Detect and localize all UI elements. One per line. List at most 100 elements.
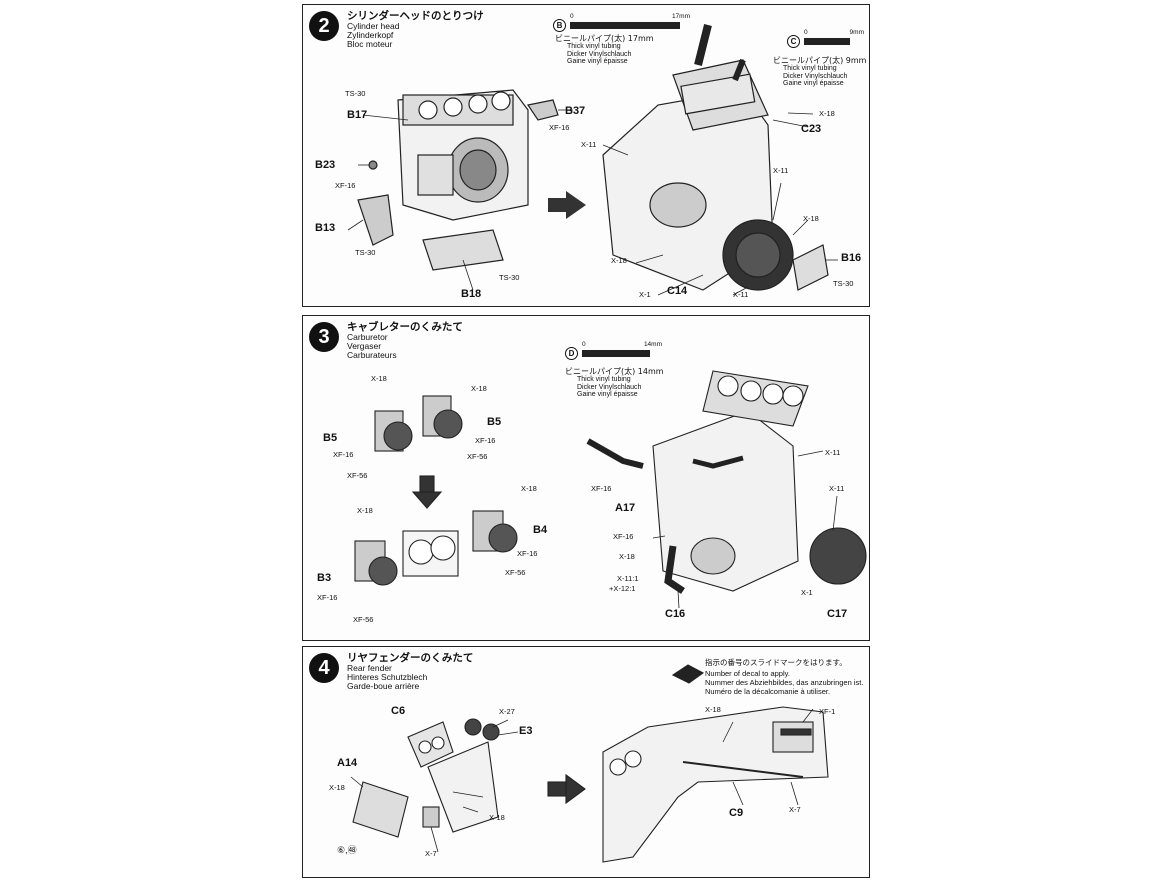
title-de: Zylinderkopf (347, 29, 394, 40)
decal-fr: Numéro de la décalcomanie à utiliser. (705, 687, 831, 696)
title-fr: Garde-boue arrière (347, 680, 420, 691)
step-title: リヤフェンダーのくみたて Rear fender Hinteres Schutz… (347, 652, 474, 691)
tube-c-fr: Gaine vinyl épaisse (783, 80, 844, 88)
title-fr: Bloc moteur (347, 38, 393, 49)
tube-d-jp: ビニールパイプ(太) 14mm (565, 367, 664, 376)
tube-d-fr: Gaine vinyl épaisse (577, 391, 638, 399)
step-title: シリンダーヘッドのとりつけ Cylinder head Zylinderkopf… (347, 10, 484, 49)
paint-xf16-label: XF-16 (333, 450, 354, 459)
tube-b-scale: B 0 17mm (553, 13, 690, 32)
step-title: キャブレターのくみたて Carburetor Vergaser Carburat… (347, 321, 463, 360)
screw-x18-label: X-18 (803, 214, 819, 223)
part-b5-label: B5 (487, 416, 502, 428)
part-c6-label: C6 (391, 705, 406, 717)
step-4-illustration (350, 664, 829, 863)
paint-xf56-label: XF-56 (347, 471, 368, 480)
part-b3-label: B3 (317, 572, 332, 584)
decal-de: Nummer des Abziehbildes, das anzubringen… (705, 678, 864, 687)
tube-c-en: Thick vinyl tubing (783, 65, 837, 73)
tube-c-de: Dicker Vinylschlauch (783, 72, 848, 80)
screw-x18-label: X-18 (489, 813, 505, 822)
screw-x11-label: X-11 (733, 290, 749, 299)
screw-x18-label: X-18 (471, 384, 487, 393)
part-c16-label: C16 (665, 608, 686, 620)
step-number: 3 (309, 322, 339, 352)
paint-xf16-label: XF-16 (549, 123, 570, 132)
step-number: 4 (309, 653, 339, 683)
decal-numbers-label: ⑥,㊽ (337, 845, 357, 855)
part-c17-label: C17 (827, 608, 848, 620)
tube-b-scale-end: 17mm (671, 13, 690, 20)
screw-x7-label: X-7 (425, 849, 437, 858)
step-4-panel: 4 リヤフェンダーのくみたて Rear fender Hinteres Schu… (302, 646, 870, 878)
tube-b-fr: Gaine vinyl épaisse (567, 58, 628, 66)
part-b37-label: B37 (565, 105, 586, 117)
part-a14-label: A14 (337, 757, 358, 769)
tube-d-en: Thick vinyl tubing (577, 376, 631, 384)
tube-b-jp: ビニールパイプ(太) 17mm (555, 34, 654, 43)
title-en: Rear fender (347, 663, 392, 674)
tube-c-letter: C (787, 35, 800, 48)
screw-x1-label: X-1 (639, 290, 651, 299)
screw-x18-label: X-18 (705, 705, 721, 714)
paint-xf56-label: XF-56 (505, 568, 526, 577)
decal-en: Number of decal to apply. (705, 669, 790, 678)
step-number: 2 (309, 11, 339, 41)
title-jp: シリンダーヘッドのとりつけ (347, 10, 484, 22)
screw-x11-label: X-11 (829, 484, 845, 493)
title-fr: Carburateurs (347, 349, 397, 360)
screw-x7-label: X-7 (789, 805, 801, 814)
title-jp: リヤフェンダーのくみたて (347, 652, 474, 664)
paint-xf56-label: XF-56 (467, 452, 488, 461)
step-3-panel: 3 キャブレターのくみたて Carburetor Vergaser Carbur… (302, 315, 870, 641)
screw-x18-label: X-18 (371, 374, 387, 383)
paint-xf16-label: XF-16 (613, 532, 634, 541)
tube-c-scale-end: 9mm (849, 29, 864, 36)
step-3-illustration (354, 370, 867, 609)
part-c9-label: C9 (729, 807, 744, 819)
part-b16-label: B16 (841, 252, 862, 264)
decal-jp: 指示の番号のスライドマークをはります。 (705, 658, 847, 667)
part-b18-label: B18 (461, 288, 482, 300)
tube-b-en: Thick vinyl tubing (567, 43, 621, 51)
screw-ts30-label: TS-30 (355, 248, 376, 257)
screw-x18-label: X-18 (329, 783, 345, 792)
screw-x18-label: X-18 (819, 109, 835, 118)
tube-d-scale-start: 0 (582, 341, 586, 348)
title-de: Hinteres Schutzblech (347, 671, 428, 682)
tube-d-scale-end: 14mm (643, 341, 662, 348)
part-b5-label: B5 (323, 432, 338, 444)
tube-d-letter: D (565, 347, 578, 360)
tube-b-de: Dicker Vinylschlauch (567, 50, 632, 58)
part-b4-label: B4 (533, 524, 548, 536)
screw-x11-label: X-11 (773, 166, 789, 175)
screw-x11-label: X-11 (581, 140, 597, 149)
paint-xf16-label: XF-16 (335, 181, 356, 190)
paint-xf56-label: XF-56 (353, 615, 374, 624)
screw-x18-label: X-18 (521, 484, 537, 493)
screw-x11-label: X-11 (825, 448, 841, 457)
screw-ts30-label: TS-30 (345, 89, 366, 98)
part-c14-label: C14 (667, 285, 688, 297)
screw-x18-label: X-18 (611, 256, 627, 265)
title-en: Carburetor (347, 332, 388, 343)
screw-x27-label: X-27 (499, 707, 515, 716)
part-b17-label: B17 (347, 109, 368, 121)
part-a17-label: A17 (615, 502, 636, 514)
paint-xf16-label: XF-16 (517, 549, 538, 558)
paint-xf16-label: XF-16 (475, 436, 496, 445)
screw-x1-label: X-1 (801, 588, 813, 597)
title-jp: キャブレターのくみたて (347, 321, 463, 333)
part-b23-label: B23 (315, 159, 336, 171)
tube-d-scale: D 0 14mm (565, 341, 662, 360)
tube-c-scale-start: 0 (804, 29, 808, 36)
screw-x11-ratio-label: X-11:1 (617, 574, 639, 583)
paint-xf16-label: XF-16 (317, 593, 338, 602)
tube-c-scale: C 0 9mm (787, 29, 864, 48)
tube-d-info: ビニールパイプ(太) 14mm Thick vinyl tubing Dicke… (565, 367, 664, 399)
screw-x12-ratio-label: +X-12:1 (609, 584, 636, 593)
paint-xf1-label: XF-1 (819, 707, 836, 716)
step-2-panel: 2 シリンダーヘッドのとりつけ Cylinder head Zylinderko… (302, 4, 870, 307)
part-e3-label: E3 (519, 725, 533, 737)
title-de: Vergaser (347, 340, 382, 351)
